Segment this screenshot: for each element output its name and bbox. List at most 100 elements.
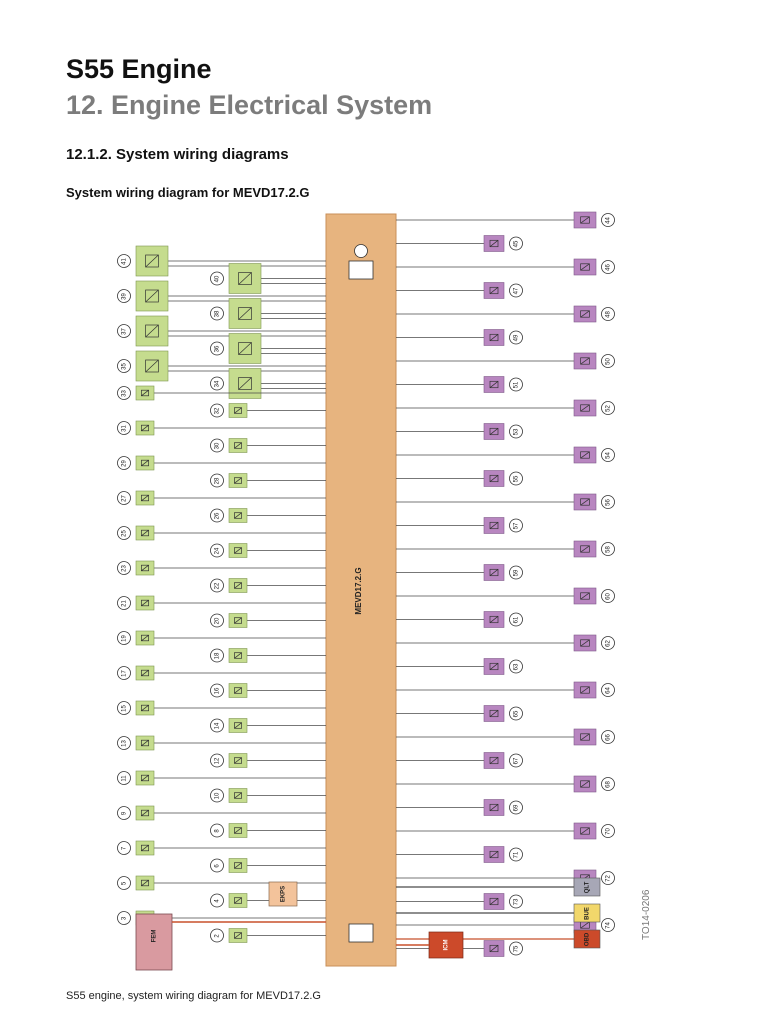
diagonal-mark xyxy=(238,342,252,355)
component-symbol-icon xyxy=(580,310,590,318)
left-component-19-icon xyxy=(141,634,149,642)
component-symbol-icon xyxy=(489,662,499,671)
component-symbol-icon xyxy=(580,639,590,647)
right-component-44-badge xyxy=(601,213,615,227)
left-component-30-badge xyxy=(210,438,224,453)
component-symbol-icon xyxy=(580,827,590,835)
left-component-39-icon xyxy=(145,289,159,303)
left-component-10-icon xyxy=(234,792,242,799)
right-component-49-number: 49 xyxy=(514,334,520,341)
component-symbol-icon xyxy=(141,669,149,677)
component-symbol-icon xyxy=(141,494,149,502)
left-component-18-badge xyxy=(210,648,224,663)
left-component-2-badge xyxy=(210,928,224,943)
diagonal-mark xyxy=(489,287,499,294)
left-component-28-icon xyxy=(234,477,242,484)
right-component-65-badge xyxy=(509,706,523,721)
left-component-26-icon xyxy=(234,512,242,519)
component-symbol-icon xyxy=(234,512,242,519)
component-symbol-icon xyxy=(234,652,242,659)
left-component-22-badge xyxy=(210,578,224,593)
left-component-22-number: 22 xyxy=(215,582,221,589)
diagonal-mark xyxy=(234,582,242,589)
diagonal-mark xyxy=(141,809,149,817)
right-component-66-number: 66 xyxy=(606,734,612,741)
figure-id: TO14-0206 xyxy=(641,889,652,940)
left-component-5-icon xyxy=(141,879,149,887)
component-symbol-icon xyxy=(234,547,242,554)
right-component-45-badge xyxy=(509,236,523,251)
component-symbol-icon xyxy=(234,477,242,484)
component-symbol-icon xyxy=(580,263,590,271)
left-component-10-badge xyxy=(210,788,224,803)
right-component-75-badge xyxy=(509,941,523,956)
diagonal-mark xyxy=(489,851,499,858)
left-component-37-icon xyxy=(145,324,159,338)
right-component-47-icon xyxy=(489,286,499,295)
right-component-53-badge xyxy=(509,424,523,439)
diagonal-mark xyxy=(580,404,590,412)
bus-module-qlt xyxy=(573,877,601,897)
component-symbol-icon xyxy=(489,944,499,953)
diagonal-mark xyxy=(141,459,149,467)
component-symbol-icon xyxy=(489,803,499,812)
diagonal-mark xyxy=(141,389,149,397)
component-symbol-icon xyxy=(234,757,242,764)
left-component-31-icon xyxy=(141,424,149,432)
left-component-40-badge xyxy=(210,271,224,286)
diagonal-mark xyxy=(489,710,499,717)
right-component-69-number: 69 xyxy=(514,804,520,811)
component-symbol-icon xyxy=(141,529,149,537)
diagonal-mark xyxy=(234,652,242,659)
right-component-45-number: 45 xyxy=(514,240,520,247)
diagonal-mark xyxy=(145,359,159,373)
left-component-14-number: 14 xyxy=(215,722,221,729)
right-component-51-number: 51 xyxy=(514,381,520,388)
left-component-37-badge xyxy=(117,324,131,338)
right-component-57-number: 57 xyxy=(514,522,520,529)
diagonal-mark xyxy=(234,512,242,519)
right-component-46-number: 46 xyxy=(606,264,612,271)
left-component-26-number: 26 xyxy=(215,512,221,519)
diagonal-mark xyxy=(489,663,499,670)
left-component-35-badge xyxy=(117,359,131,373)
right-component-65-number: 65 xyxy=(514,710,520,717)
diagonal-mark xyxy=(489,428,499,435)
diagonal-mark xyxy=(489,757,499,764)
right-component-62-number: 62 xyxy=(606,640,612,647)
wiring-diagram-svg: MEVD17.2.G414039383736353433323130292827… xyxy=(117,211,615,971)
right-component-66-icon xyxy=(580,733,590,741)
diagonal-mark xyxy=(141,424,149,432)
right-component-54-icon xyxy=(580,451,590,459)
left-component-23-number: 23 xyxy=(122,565,128,572)
left-component-11-icon xyxy=(141,774,149,782)
left-component-16-number: 16 xyxy=(215,687,221,694)
right-component-60-number: 60 xyxy=(606,593,612,600)
right-component-73-badge xyxy=(509,894,523,909)
left-component-3-badge xyxy=(117,911,131,925)
left-component-9-number: 9 xyxy=(122,811,128,815)
component-symbol-icon xyxy=(141,389,149,397)
right-component-45-icon xyxy=(489,239,499,248)
right-component-63-icon xyxy=(489,662,499,671)
diagonal-mark xyxy=(238,307,252,320)
component-symbol-icon xyxy=(580,404,590,412)
left-component-32-number: 32 xyxy=(215,407,221,414)
ecu-bottom-symbol xyxy=(348,923,374,943)
left-component-3-number: 3 xyxy=(122,916,128,920)
left-component-6-icon xyxy=(234,862,242,869)
left-component-21-icon xyxy=(141,599,149,607)
left-component-41-badge xyxy=(117,254,131,268)
fem-label: FEM xyxy=(152,930,158,943)
diagonal-mark xyxy=(141,704,149,712)
diagonal-mark xyxy=(489,898,499,905)
component-symbol-icon xyxy=(145,289,159,303)
right-component-72-badge xyxy=(601,871,615,885)
right-component-67-badge xyxy=(509,753,523,768)
right-component-71-number: 71 xyxy=(514,851,520,858)
left-component-12-badge xyxy=(210,753,224,768)
right-component-67-number: 67 xyxy=(514,757,520,764)
left-component-27-icon xyxy=(141,494,149,502)
right-component-64-icon xyxy=(580,686,590,694)
diagonal-mark xyxy=(238,377,252,390)
